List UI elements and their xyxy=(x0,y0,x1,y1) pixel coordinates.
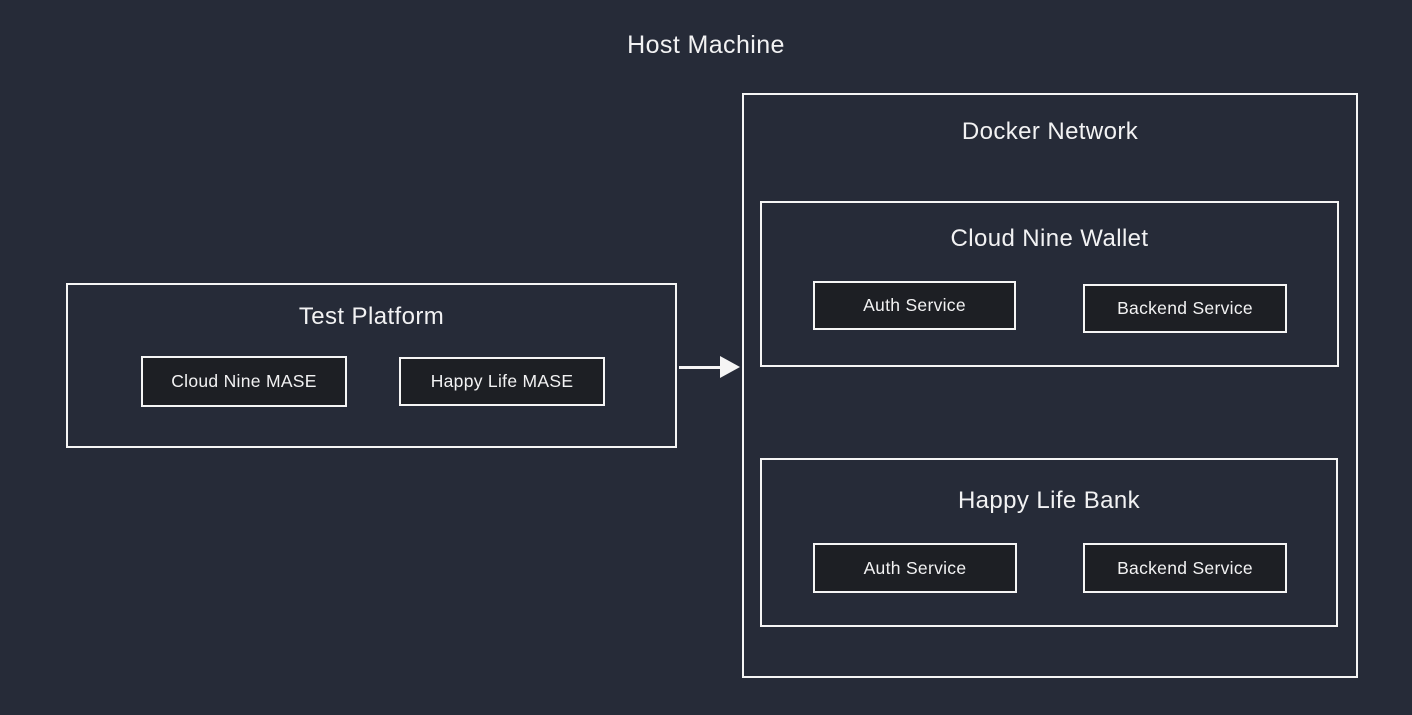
node-cloud-nine-auth-service: Auth Service xyxy=(813,281,1016,330)
test-platform-title: Test Platform xyxy=(298,303,445,330)
node-cloud-nine-backend-service-label: Backend Service xyxy=(1117,298,1253,318)
docker-network-group: Docker Network Cloud Nine Wallet Auth Se… xyxy=(742,93,1358,678)
node-cloud-nine-backend-service: Backend Service xyxy=(1083,284,1287,333)
node-happy-life-mase: Happy Life MASE xyxy=(399,357,605,406)
docker-network-title: Docker Network xyxy=(961,118,1139,145)
cloud-nine-wallet-title: Cloud Nine Wallet xyxy=(950,225,1149,252)
node-cloud-nine-auth-service-label: Auth Service xyxy=(863,295,966,315)
connector-arrow-line xyxy=(679,366,723,369)
connector-arrow-head-icon xyxy=(720,356,740,378)
happy-life-bank-title: Happy Life Bank xyxy=(957,487,1141,514)
node-happy-life-auth-service: Auth Service xyxy=(813,543,1017,593)
node-happy-life-backend-service: Backend Service xyxy=(1083,543,1287,593)
host-machine-title: Host Machine xyxy=(627,31,785,59)
node-happy-life-backend-service-label: Backend Service xyxy=(1117,557,1253,578)
node-cloud-nine-mase: Cloud Nine MASE xyxy=(141,356,347,407)
node-happy-life-mase-label: Happy Life MASE xyxy=(430,371,574,391)
test-platform-group: Test Platform Cloud Nine MASE Happy Life… xyxy=(66,283,677,448)
node-cloud-nine-mase-label: Cloud Nine MASE xyxy=(171,371,317,391)
cloud-nine-wallet-group: Cloud Nine Wallet Auth Service Backend S… xyxy=(760,201,1339,367)
happy-life-bank-group: Happy Life Bank Auth Service Backend Ser… xyxy=(760,458,1338,627)
node-happy-life-auth-service-label: Auth Service xyxy=(863,557,967,578)
